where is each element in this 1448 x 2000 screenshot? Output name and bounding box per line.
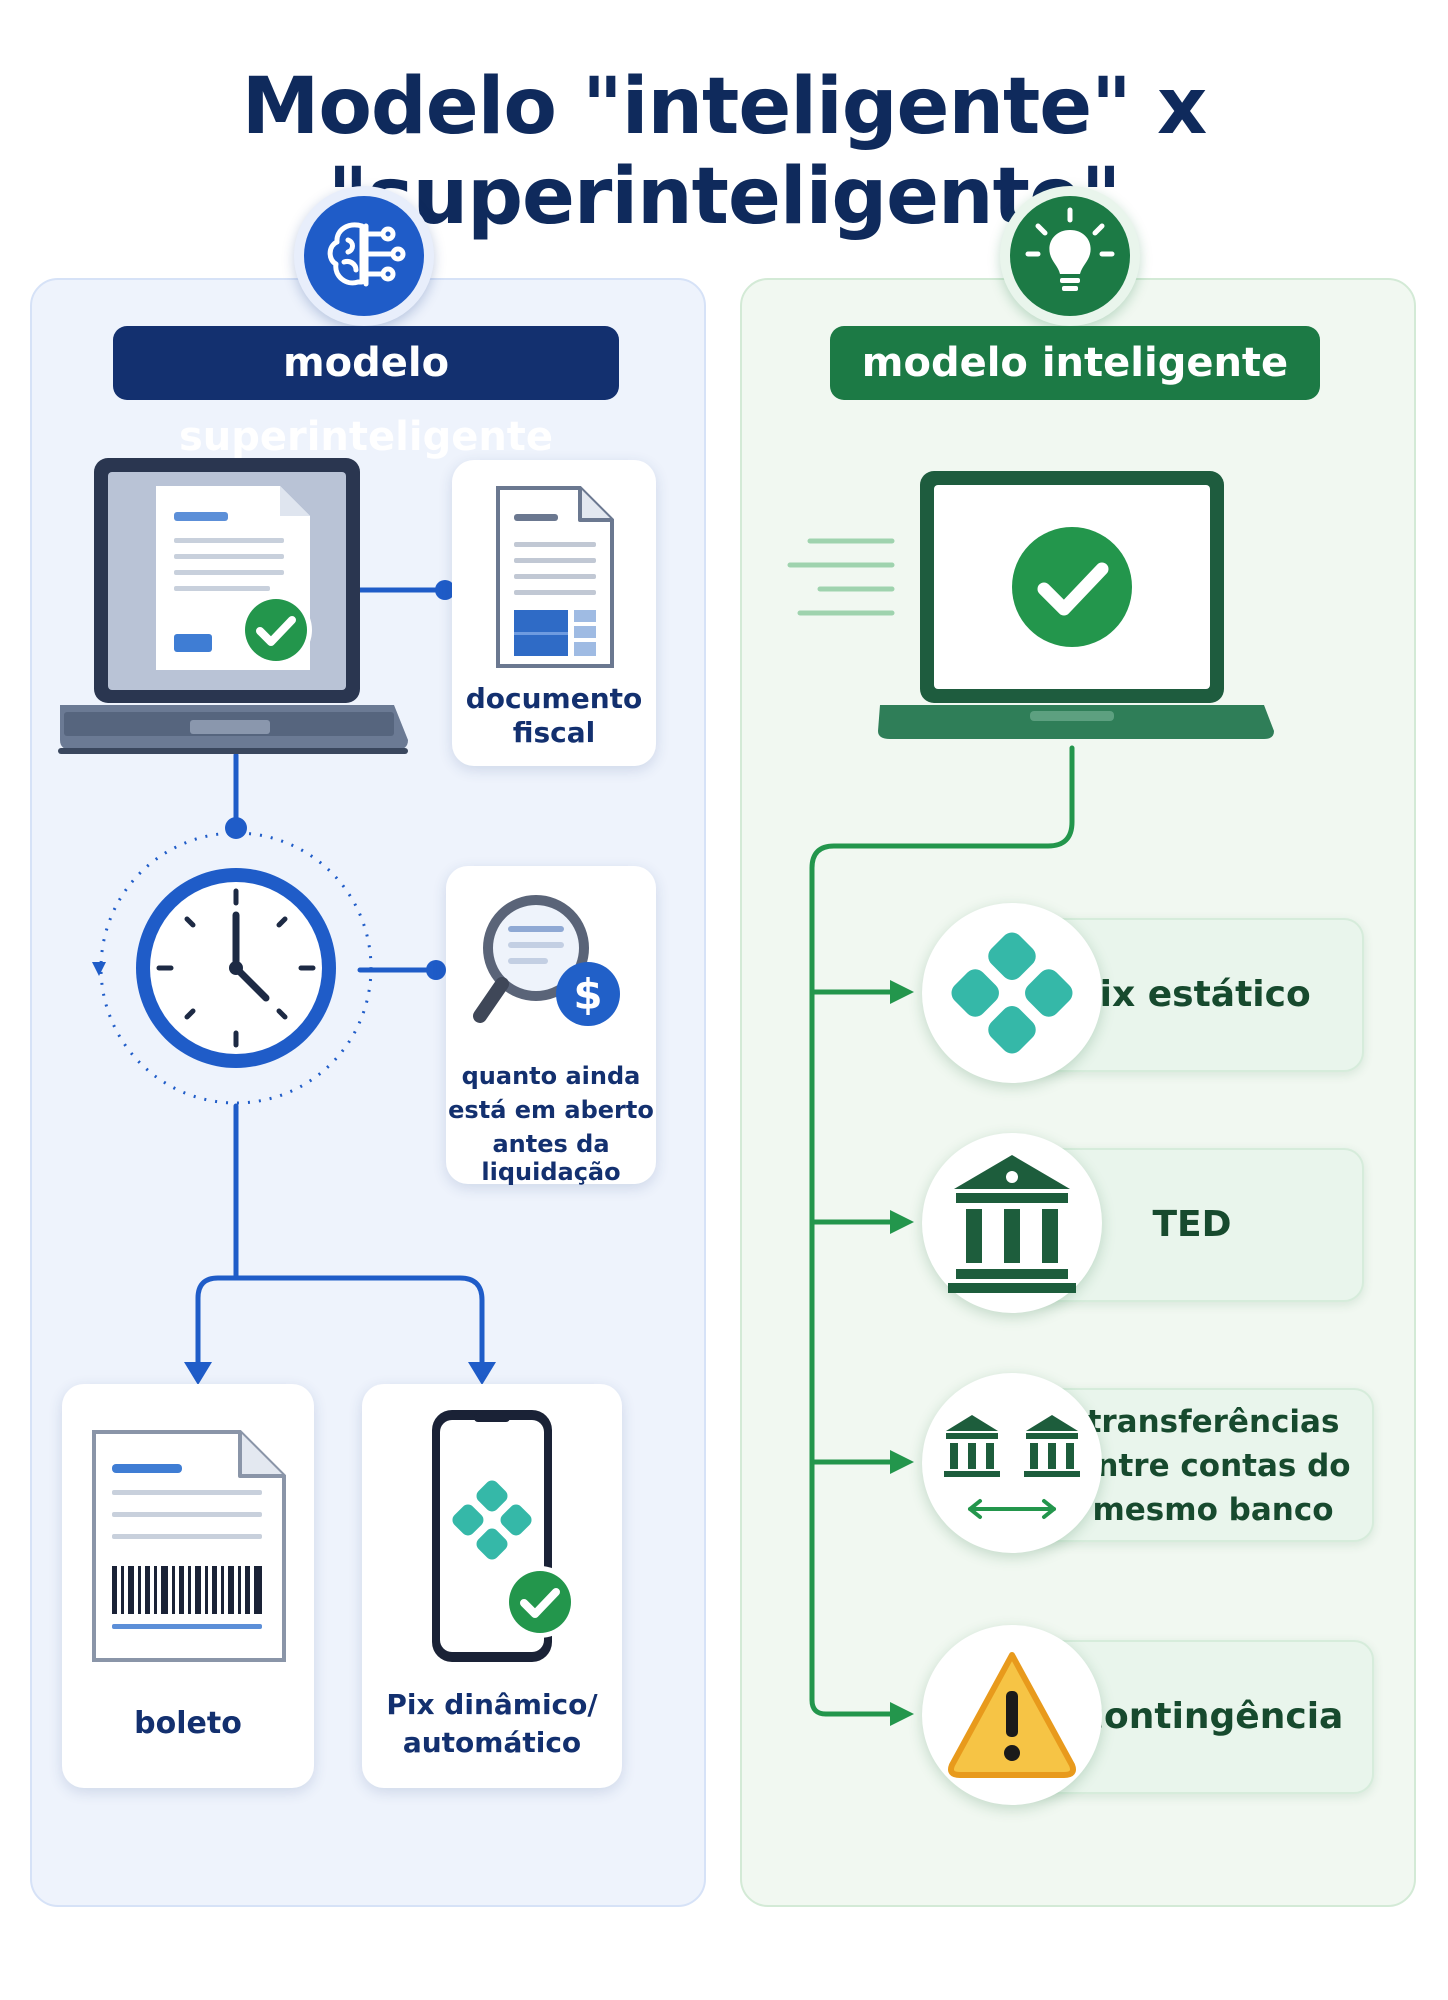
transferencias-label-3: mesmo banco — [1092, 1492, 1334, 1528]
intelligent-header: modelo inteligente — [830, 326, 1320, 400]
pix-dinamico-card: Pix dinâmico/ automático — [362, 1384, 622, 1788]
document-icon — [496, 486, 614, 668]
transferencias-label-2: entre contas do — [1075, 1448, 1351, 1484]
banks-transfer-icon — [944, 1415, 1080, 1519]
page-title: Modelo "inteligente" x "superinteligente… — [241, 62, 1208, 242]
phone-pix-icon — [432, 1410, 576, 1662]
quanto-label-3: antes da liquidação — [481, 1130, 621, 1186]
quanto-label-2: está em aberto — [448, 1096, 654, 1124]
transferencias-circle — [922, 1373, 1102, 1553]
quanto-em-aberto-card: $ quanto ainda está em aberto antes da l… — [446, 866, 656, 1186]
transferencias-label-1: transferências — [1086, 1404, 1340, 1440]
ted-label: TED — [1152, 1204, 1232, 1245]
boleto-card: boleto — [62, 1384, 314, 1788]
warning-icon — [948, 1652, 1076, 1778]
boleto-label: boleto — [134, 1706, 242, 1741]
lightbulb-badge — [1000, 186, 1140, 326]
contingencia-circle — [922, 1625, 1102, 1805]
brain-icon — [327, 222, 406, 287]
pix-icon — [951, 932, 1073, 1054]
documento-fiscal-card: documento fiscal — [452, 460, 656, 766]
pix-dinamico-label-1: Pix dinâmico/ — [386, 1688, 598, 1721]
clock-icon — [136, 868, 336, 1068]
pix-dinamico-label-2: automático — [402, 1726, 582, 1759]
bank-icon — [948, 1155, 1076, 1293]
pix-estatico-label: Pix estático — [1073, 974, 1311, 1015]
quanto-label-1: quanto ainda — [461, 1062, 641, 1090]
ted-circle — [922, 1133, 1102, 1313]
magnifier-dollar-icon: $ — [473, 895, 620, 1026]
svg-text:$: $ — [573, 970, 602, 1019]
documento-fiscal-label-2: fiscal — [512, 716, 596, 749]
contingencia-label: contingência — [1082, 1696, 1344, 1737]
brain-badge — [294, 186, 434, 326]
laptop-icon — [58, 458, 408, 754]
superintelligent-header: modelo superinteligente — [113, 326, 619, 460]
lightbulb-icon — [1025, 207, 1115, 291]
documento-fiscal-label-1: documento — [465, 682, 643, 715]
pix-estatico-circle — [922, 903, 1102, 1083]
boleto-icon — [92, 1430, 286, 1662]
laptop-check-icon — [787, 471, 1274, 739]
